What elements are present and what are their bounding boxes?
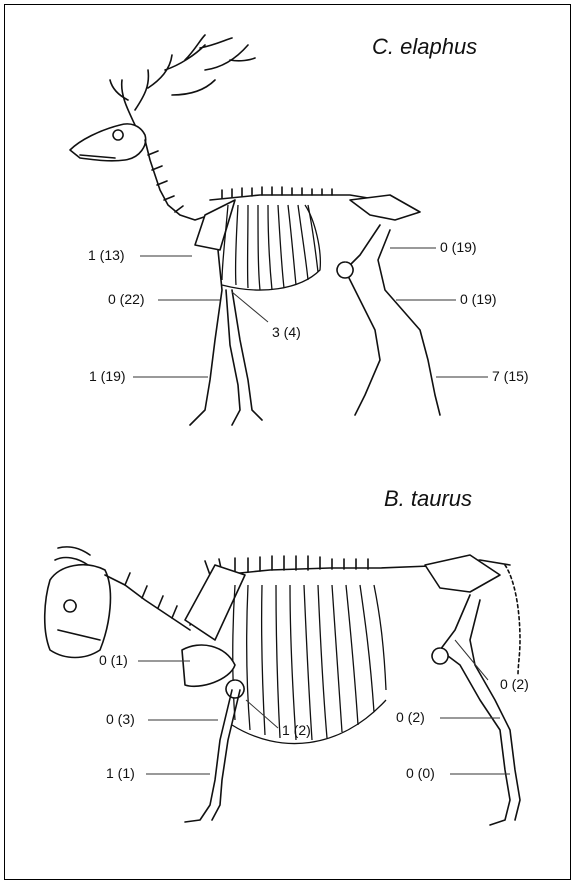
cow-label-upper-left: 0 (1) (99, 652, 128, 668)
deer-label-upper-right: 0 (19) (440, 239, 477, 255)
species-title-c-elaphus: C. elaphus (372, 34, 477, 60)
deer-label-lower-left: 1 (19) (89, 368, 126, 384)
cow-skeleton (45, 547, 520, 825)
deer-label-mid-left: 0 (22) (108, 291, 145, 307)
deer-label-mid-right: 0 (19) (460, 291, 497, 307)
cow-label-mid-left: 0 (3) (106, 711, 135, 727)
deer-label-lower-right: 7 (15) (492, 368, 529, 384)
deer-skeleton (70, 35, 440, 425)
cow-label-upper-right: 0 (2) (500, 676, 529, 692)
cow-label-lower-right: 0 (0) (406, 765, 435, 781)
deer-label-upper-left: 1 (13) (88, 247, 125, 263)
deer-leader-lines (133, 248, 488, 377)
cow-label-lower-left: 1 (1) (106, 765, 135, 781)
cow-label-mid-right: 0 (2) (396, 709, 425, 725)
cow-label-mid-center: 1 (2) (282, 722, 311, 738)
deer-label-mid-center: 3 (4) (272, 324, 301, 340)
species-title-b-taurus: B. taurus (384, 486, 472, 512)
